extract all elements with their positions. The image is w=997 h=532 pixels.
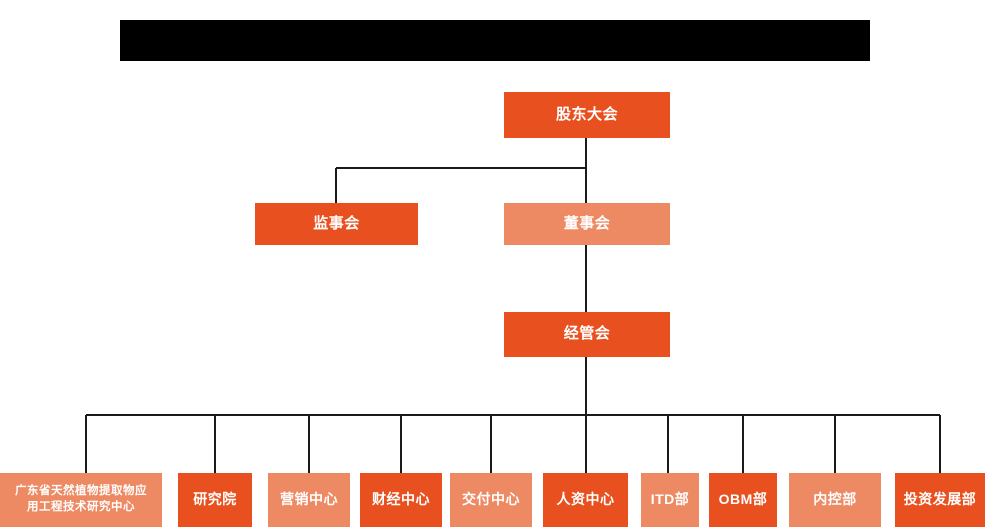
node-department-5[interactable]: 人资中心 (543, 473, 628, 527)
node-department-2-label: 营销中心 (280, 491, 338, 508)
node-department-3-label: 财经中心 (372, 491, 430, 508)
node-department-3[interactable]: 财经中心 (360, 473, 442, 527)
node-shareholders-meeting-label: 股东大会 (555, 105, 618, 123)
node-board-of-directors-label: 董事会 (563, 214, 611, 232)
node-department-9[interactable]: 投资发展部 (895, 473, 985, 527)
node-board-of-supervisors-label: 监事会 (313, 214, 360, 232)
node-board-of-directors[interactable]: 董事会 (504, 203, 670, 245)
node-department-8-label: 内控部 (813, 491, 857, 508)
node-department-1-label: 研究院 (193, 491, 237, 508)
node-department-4-label: 交付中心 (462, 491, 520, 508)
redacted-title-banner (120, 20, 870, 61)
node-department-0[interactable]: 广东省天然植物提取物应 用工程技术研究中心 (0, 473, 162, 527)
node-department-5-label: 人资中心 (556, 491, 615, 508)
node-department-9-label: 投资发展部 (903, 491, 977, 508)
node-management-committee[interactable]: 经管会 (504, 312, 670, 357)
node-department-2[interactable]: 营销中心 (268, 473, 350, 527)
node-department-8[interactable]: 内控部 (789, 473, 881, 527)
node-department-6[interactable]: ITD部 (641, 473, 699, 527)
node-department-1[interactable]: 研究院 (178, 473, 252, 527)
node-board-of-supervisors[interactable]: 监事会 (255, 203, 418, 245)
node-department-4[interactable]: 交付中心 (450, 473, 532, 527)
node-department-7-label: OBM部 (718, 491, 768, 508)
node-department-6-label: ITD部 (650, 491, 690, 508)
node-shareholders-meeting[interactable]: 股东大会 (504, 92, 670, 138)
node-department-7[interactable]: OBM部 (709, 473, 777, 527)
node-management-committee-label: 经管会 (563, 325, 611, 343)
node-department-0-label: 广东省天然植物提取物应 用工程技术研究中心 (15, 485, 147, 513)
